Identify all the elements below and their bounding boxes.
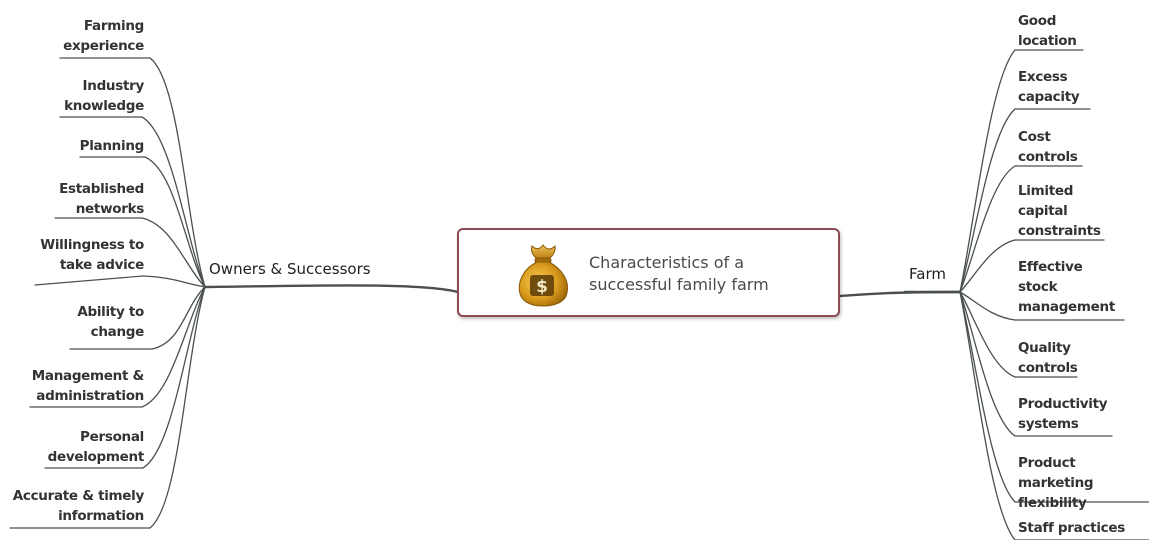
main-connector-left [203, 284, 460, 294]
topic-ability-to-change[interactable]: Ability to change [77, 304, 144, 340]
topic-quality-controls[interactable]: Quality controls [1018, 340, 1078, 376]
connector-line [149, 286, 206, 529]
connector-line [149, 57, 206, 288]
topic-accurate-timely-information[interactable]: Accurate & timely information [12, 488, 145, 524]
connector-line [141, 286, 206, 408]
connector-line [151, 286, 206, 350]
connector-line [144, 156, 206, 288]
connector-line [142, 275, 206, 288]
money-bag-icon: $ [518, 244, 569, 307]
topic-good-location[interactable]: Good location [1018, 13, 1077, 49]
topic-personal-development[interactable]: Personal development [47, 429, 145, 465]
connector-line [141, 116, 206, 288]
topic-industry-knowledge[interactable]: Industry knowledge [64, 78, 144, 114]
topic-staff-practices[interactable]: Staff practices [1018, 520, 1125, 536]
connector-line [959, 108, 1016, 293]
connector-line [959, 239, 1016, 293]
topic-willingness-to-take-advice[interactable]: Willingness to take advice [40, 237, 144, 273]
connector-line [141, 217, 206, 288]
connector-line [959, 291, 1016, 378]
central-topic[interactable]: $ Characteristics of a successful family… [457, 228, 840, 317]
branch-owners-successors[interactable]: Owners & Successors [209, 260, 371, 278]
connector-line [959, 165, 1016, 293]
connector-line [959, 49, 1016, 293]
connector-line [959, 291, 1016, 321]
connector-line [959, 291, 1016, 437]
topic-cost-controls[interactable]: Cost controls [1018, 129, 1078, 165]
connector-line [959, 291, 1016, 503]
branch-farm[interactable]: Farm [909, 265, 946, 283]
topic-product-marketing-flexibility[interactable]: Product marketing flexibility [1018, 455, 1094, 511]
topic-effective-stock-management[interactable]: Effective stock management [1018, 259, 1116, 315]
topic-excess-capacity[interactable]: Excess capacity [1018, 69, 1080, 105]
leaf-underline [34, 275, 144, 286]
topic-established-networks[interactable]: Established networks [59, 181, 144, 217]
svg-text:$: $ [536, 277, 548, 297]
connector-line [142, 286, 206, 469]
topic-productivity-systems[interactable]: Productivity systems [1018, 396, 1108, 432]
topic-planning[interactable]: Planning [79, 138, 145, 154]
topic-farming-experience[interactable]: Farming experience [63, 18, 144, 54]
topic-management-administration[interactable]: Management & administration [31, 368, 145, 404]
connector-line [959, 291, 1016, 540]
topic-limited-capital-constraints[interactable]: Limited capital constraints [1018, 183, 1101, 239]
central-topic-title: Characteristics of a successful family f… [589, 253, 769, 294]
